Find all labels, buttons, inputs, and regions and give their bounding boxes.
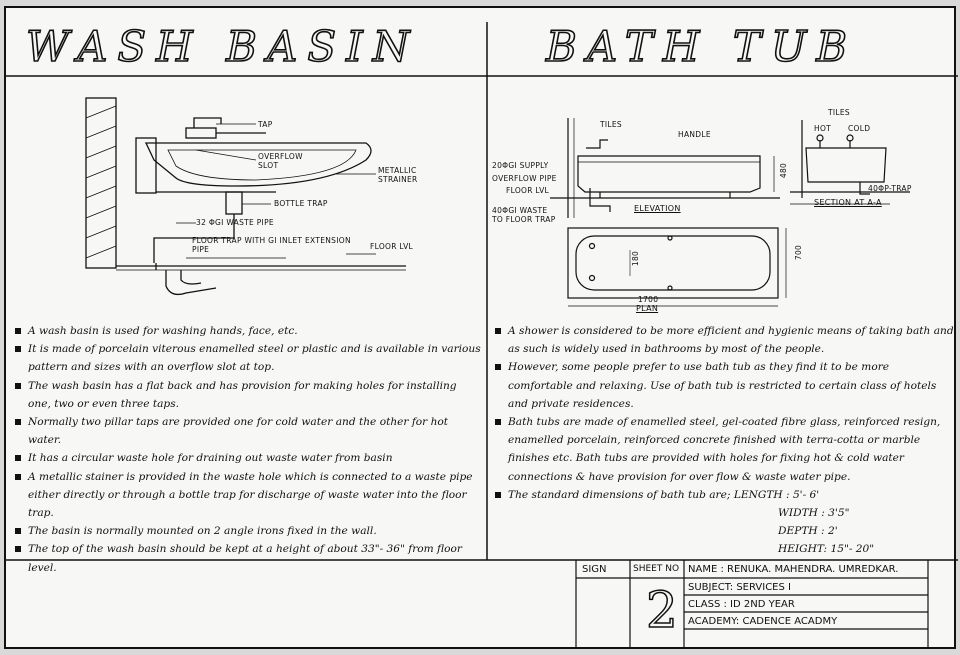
label-plan: PLAN xyxy=(636,304,659,313)
list-item: The standard dimensions of bath tub are;… xyxy=(492,486,954,504)
list-item: The wash basin has a flat back and has p… xyxy=(12,377,482,413)
label-waste-pipe: 32 ΦGI WASTE PIPE xyxy=(196,218,274,227)
bath-tub-drawings xyxy=(550,118,910,307)
sheet-number: 2 xyxy=(645,580,678,640)
title-block-name: NAME : RENUKA. MAHENDRA. UMREDKAR. xyxy=(688,564,899,575)
label-overflow-slot: OVERFLOW SLOT xyxy=(258,152,303,170)
sheet-frame xyxy=(6,22,958,648)
label-metallic-strainer: METALLIC STRAINER xyxy=(378,166,418,184)
list-item: The basin is normally mounted on 2 angle… xyxy=(12,522,482,540)
title-block-subject: SUBJECT: SERVICES I xyxy=(688,582,791,593)
label-section: SECTION AT A-A xyxy=(814,198,882,207)
list-item: Normally two pillar taps are provided on… xyxy=(12,413,482,449)
title-block-class: CLASS : ID 2ND YEAR xyxy=(688,599,795,610)
label-handle: HANDLE xyxy=(678,130,711,139)
label-overflow-pipe: OVERFLOW PIPE xyxy=(492,174,557,183)
label-hot: HOT xyxy=(814,124,832,133)
list-item: Bath tubs are made of enamelled steel, g… xyxy=(492,413,954,486)
label-supply: 20ΦGI SUPPLY xyxy=(492,161,549,170)
bath-tub-title: BATH TUB xyxy=(545,21,858,72)
title-block-sheet-no: SHEET NO xyxy=(633,564,680,574)
list-item: A metallic stainer is provided in the wa… xyxy=(12,468,482,523)
label-dim-180: 180 xyxy=(631,250,641,267)
label-tiles-left: TILES xyxy=(600,120,622,129)
dimension-height: HEIGHT: 15"- 20" xyxy=(778,543,875,556)
wash-basin-title: WASH BASIN xyxy=(25,21,420,72)
title-block-sign: SIGN xyxy=(582,564,607,575)
dimension-width: WIDTH : 3'5" xyxy=(778,507,850,520)
title-block-academy: ACADEMY: CADENCE ACADMY xyxy=(688,616,838,627)
label-floor-trap: FLOOR TRAP WITH GI INLET EXTENSION PIPE xyxy=(192,236,351,254)
label-bottle-trap: BOTTLE TRAP xyxy=(274,199,328,208)
label-tiles-right: TILES xyxy=(828,108,850,117)
list-item: It is made of porcelain viterous enamell… xyxy=(12,340,482,376)
label-floor-lvl: FLOOR LVL xyxy=(370,242,413,251)
label-p-trap: 40ΦP-TRAP xyxy=(868,184,912,193)
label-waste: 40ΦGI WASTE TO FLOOR TRAP xyxy=(492,206,556,224)
list-item: A shower is considered to be more effici… xyxy=(492,322,954,358)
list-item: However, some people prefer to use bath … xyxy=(492,358,954,413)
drawing-sheet: WASH BASIN BATH TUB xyxy=(4,6,958,649)
wash-basin-section-drawing xyxy=(85,97,406,296)
label-dim-1700: 1700 xyxy=(638,295,659,304)
label-elevation: ELEVATION xyxy=(634,204,681,213)
list-item: The top of the wash basin should be kept… xyxy=(12,540,482,576)
wash-basin-notes: A wash basin is used for washing hands, … xyxy=(12,322,482,577)
label-cold: COLD xyxy=(848,124,871,133)
list-item: A wash basin is used for washing hands, … xyxy=(12,322,482,340)
label-dim-480: 480 xyxy=(779,162,789,179)
bath-tub-notes: A shower is considered to be more effici… xyxy=(492,322,954,559)
label-tap: TAP xyxy=(258,120,273,129)
list-item: It has a circular waste hole for drainin… xyxy=(12,449,482,467)
label-dim-700: 700 xyxy=(794,244,804,261)
dimension-depth: DEPTH : 2' xyxy=(778,525,838,538)
label-bt-floor-lvl: FLOOR LVL xyxy=(506,186,549,195)
